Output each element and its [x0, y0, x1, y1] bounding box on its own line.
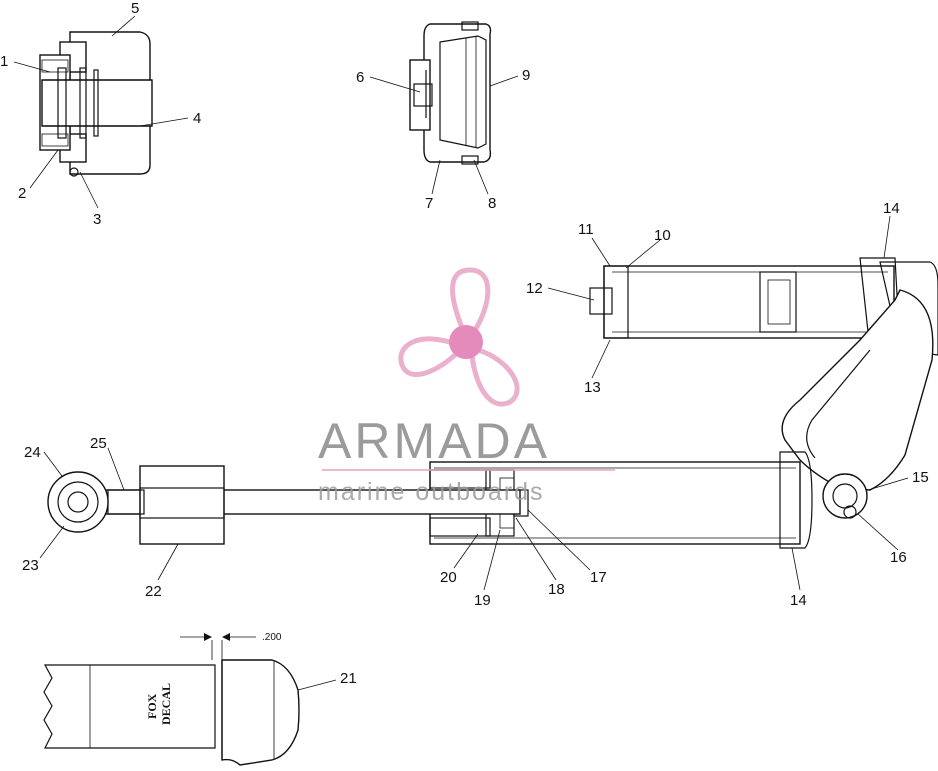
- watermark: ARMADA marine outboards: [318, 267, 615, 506]
- callout-16: 16: [890, 549, 907, 566]
- callout-6: 6: [356, 69, 364, 86]
- callout-25: 25: [90, 435, 107, 452]
- callout-17: 17: [590, 569, 607, 586]
- leader-lines: [13, 15, 909, 691]
- decal-detail: .200 FOX DECAL: [43, 632, 300, 766]
- callout-8: 8: [488, 195, 496, 212]
- callout-3: 3: [93, 211, 101, 228]
- callout-2: 2: [18, 185, 26, 202]
- callout-20: 20: [440, 569, 457, 586]
- callout-5: 5: [131, 0, 139, 17]
- piston-assembly: [409, 21, 492, 165]
- callout-1: 1: [0, 53, 8, 70]
- callout-11: 11: [578, 221, 594, 238]
- callouts: 1 2 3 4 5 6 7 8 9 10 11 12 13 14 14 15 1…: [0, 0, 929, 687]
- rod-end-assembly: [47, 465, 225, 545]
- callout-7: 7: [425, 195, 433, 212]
- dimension-label: .200: [262, 632, 282, 643]
- watermark-brand: ARMADA: [318, 413, 550, 469]
- callout-24: 24: [24, 444, 41, 461]
- watermark-tagline: marine outboards: [318, 478, 545, 506]
- callout-22: 22: [145, 583, 162, 600]
- decal-text-line1: FOX: [145, 693, 159, 719]
- callout-23: 23: [22, 557, 39, 574]
- callout-18: 18: [548, 581, 565, 598]
- decal-text-line2: DECAL: [159, 683, 173, 725]
- propeller-icon: [398, 267, 520, 407]
- callout-19: 19: [474, 592, 491, 609]
- callout-10: 10: [654, 227, 671, 244]
- propeller-hub: [449, 325, 483, 359]
- callout-12: 12: [526, 280, 543, 297]
- callout-21: 21: [340, 670, 357, 687]
- callout-4: 4: [193, 110, 201, 127]
- callout-15: 15: [912, 469, 929, 486]
- callout-9: 9: [522, 67, 530, 84]
- seal-head-assembly: [39, 31, 153, 177]
- callout-14-top: 14: [883, 200, 900, 217]
- callout-13: 13: [584, 379, 601, 396]
- mounting-arm: [781, 289, 934, 519]
- callout-14-bottom: 14: [790, 592, 807, 609]
